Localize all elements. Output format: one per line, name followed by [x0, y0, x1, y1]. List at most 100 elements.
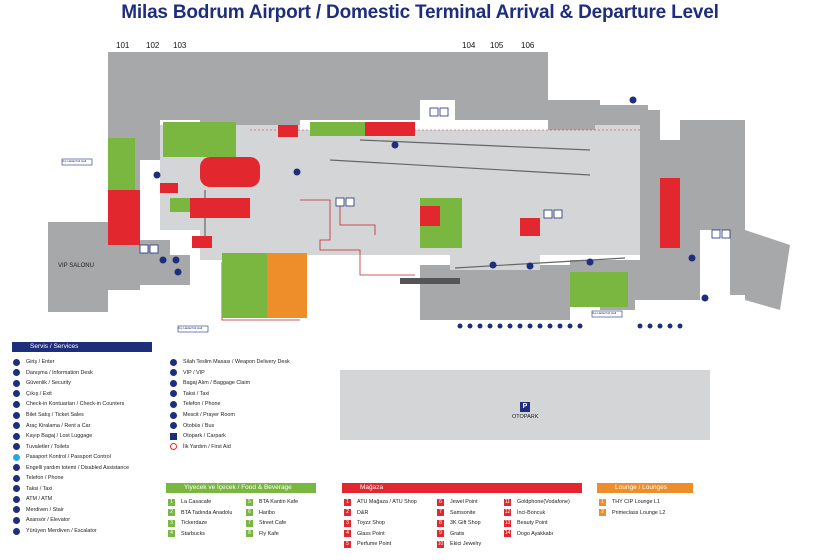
- first-aid-icon: [170, 443, 177, 451]
- services-list: Giriş / Enter Danışma / Information Desk…: [13, 357, 129, 536]
- toilet-icons: [139, 107, 731, 254]
- legend-item: Kayıp Bagaj / Lost Luggage: [13, 431, 129, 442]
- carpark-icon: [170, 432, 177, 440]
- parking-icon: P: [520, 402, 530, 412]
- disabled-icon: [13, 464, 20, 472]
- services-list-2: Silah Teslim Masası / Weapon Delivery De…: [170, 357, 290, 452]
- legend-item: Güvenlik / Security: [13, 378, 129, 389]
- legend-item: Araç Kiralama / Rent a Car: [13, 420, 129, 431]
- terminal-floor-plan: [48, 52, 790, 333]
- info-icon: [13, 369, 20, 377]
- legend-item: Check-in Kontuarları / Check-in Counters: [13, 399, 129, 410]
- exit-icon: [13, 390, 20, 398]
- prayer-room-icon: [170, 411, 177, 419]
- baggage-claim-icon: [170, 379, 177, 387]
- ticket-icon: [13, 411, 20, 419]
- checkin-icon: [13, 400, 20, 408]
- legend-item: Danışma / Information Desk: [13, 368, 129, 379]
- legend-item: Telefon / Phone: [13, 473, 129, 484]
- legend-item: Giriş / Enter: [13, 357, 129, 368]
- toilet-icon: [13, 443, 20, 451]
- shops-header: Mağaza: [342, 483, 582, 493]
- weapon-desk-icon: [170, 358, 177, 366]
- food-header: Yiyecek ve İçecek / Food & Beverage: [166, 483, 316, 493]
- legend-item: Tuvaletler / Toilets: [13, 441, 129, 452]
- passport-icon: [13, 453, 20, 461]
- gate-label-105: 105: [490, 41, 504, 50]
- stair-icon: [13, 506, 20, 514]
- atm-icon: [13, 495, 20, 503]
- lounge-header: Lounge / Lounges: [597, 483, 693, 493]
- legend-item: İlk Yardım / First Aid: [170, 441, 290, 452]
- vip-icon: [170, 369, 177, 377]
- legend-item: Çıkış / Exit: [13, 389, 129, 400]
- lounge-units: [267, 253, 307, 318]
- intl-hall-signs: [61, 158, 623, 333]
- intl-hall-sign-label-2: Dış Hatlar/Intl Hall: [178, 326, 203, 330]
- security-icon: [13, 379, 20, 387]
- concourse-floor: [160, 125, 640, 270]
- intl-hall-sign-label-3: Dış Hatlar/Intl Hall: [592, 311, 617, 315]
- legend-item: Merdiven / Stair: [13, 505, 129, 516]
- legend-item: Pasaport Kontrol / Passport Control: [13, 452, 129, 463]
- legend-item: Bagaj Alım / Baggage Claim: [170, 378, 290, 389]
- parking-label: OTOPARK: [512, 414, 539, 420]
- bus-icon: [170, 422, 177, 430]
- service-icons: [153, 96, 709, 329]
- vip-lounge-label: VIP SALONU: [58, 263, 94, 269]
- carousel: [400, 278, 460, 284]
- intl-hall-sign-label: Dış Hatlar/Intl Hall: [62, 159, 87, 163]
- enter-icon: [13, 358, 20, 366]
- legend-item: Asansör / Elevator: [13, 515, 129, 526]
- gate-label-101: 101: [116, 41, 130, 50]
- taxi-icon: [13, 485, 20, 493]
- legend-item: ATM / ATM: [13, 494, 129, 505]
- phone-icon: [13, 474, 20, 482]
- legend-item: Taksi / Taxi: [13, 484, 129, 495]
- legend-item: Otobüs / Bus: [170, 420, 290, 431]
- shop-units: [108, 122, 680, 248]
- page-title: Milas Bodrum Airport / Domestic Terminal…: [121, 2, 719, 23]
- legend-item: Taksi / Taxi: [170, 389, 290, 400]
- taxi-icon: [170, 390, 177, 398]
- legend-item: Silah Teslim Masası / Weapon Delivery De…: [170, 357, 290, 368]
- legend-item: Mescit / Prayer Room: [170, 410, 290, 421]
- elevator-icon: [13, 516, 20, 524]
- legend-item: VIP / VIP: [170, 368, 290, 379]
- gate-label-102: 102: [146, 41, 160, 50]
- legend-item: Bilet Satış / Ticket Sales: [13, 410, 129, 421]
- legend-item: Yürüyen Merdiven / Escalator: [13, 526, 129, 537]
- legend-item: Engelli yardım totemi / Disabled Assista…: [13, 462, 129, 473]
- food-units: [108, 122, 628, 318]
- escalator-icon: [13, 527, 20, 535]
- legend-item: Telefon / Phone: [170, 399, 290, 410]
